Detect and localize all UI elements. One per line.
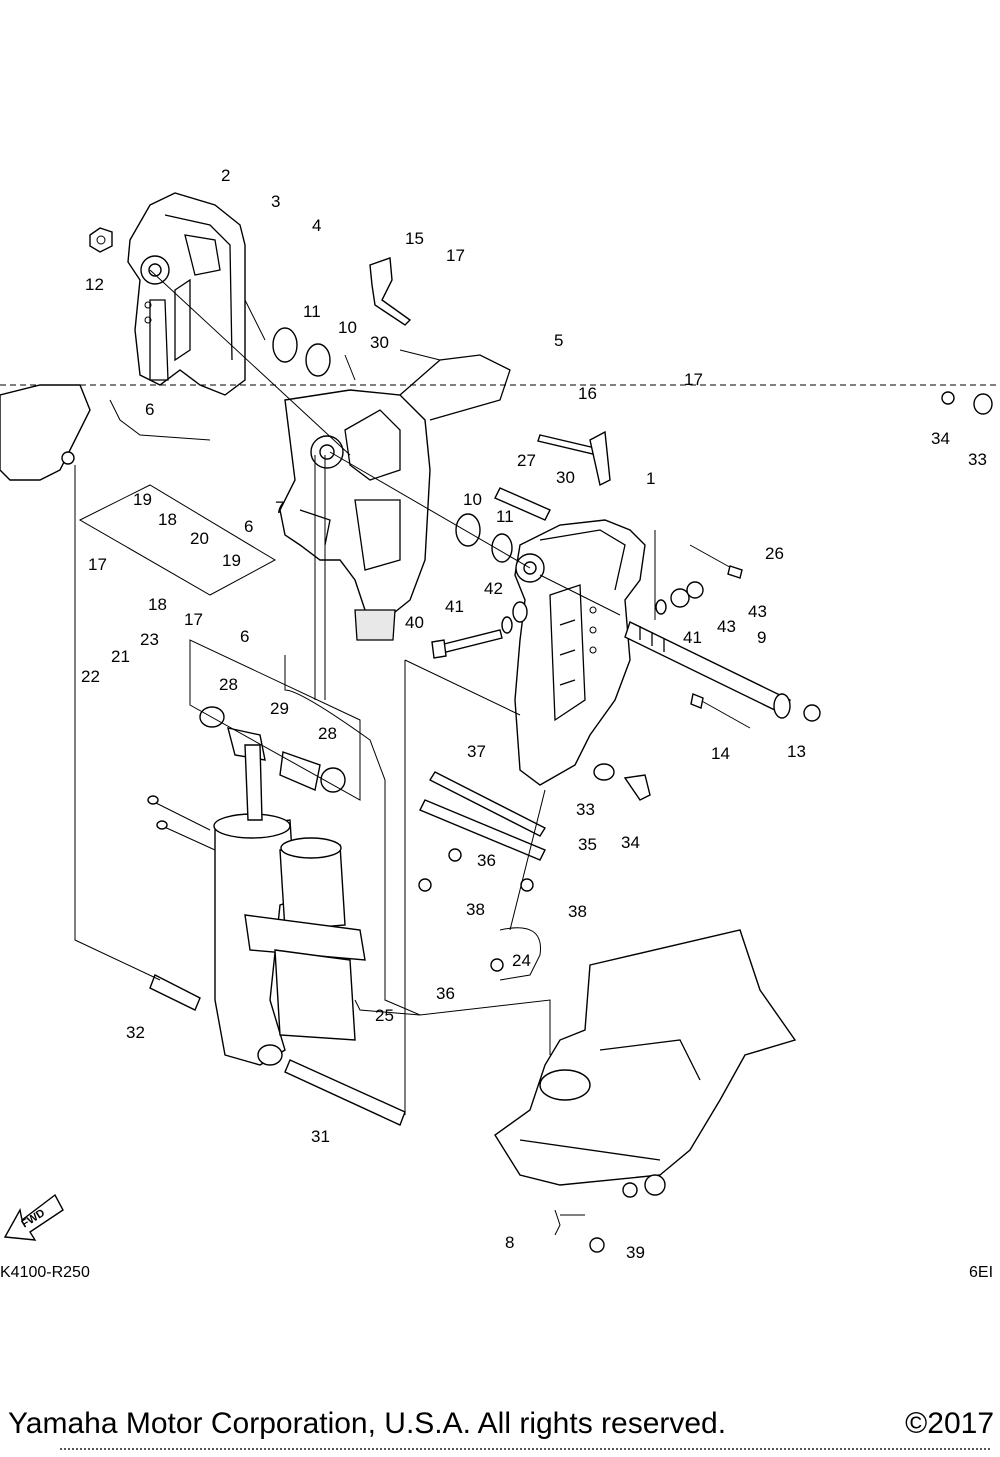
callout-15: 15 <box>405 229 424 248</box>
callout-11: 11 <box>303 302 321 321</box>
callout-14: 14 <box>711 744 730 763</box>
callout-22: 22 <box>81 667 100 686</box>
clamp-bracket-right <box>514 519 646 786</box>
callout-26: 26 <box>765 544 784 563</box>
callout-17: 17 <box>446 246 465 265</box>
callout-17: 17 <box>88 555 107 574</box>
callout-19: 19 <box>133 490 152 509</box>
lower-casing <box>494 929 797 1253</box>
callout-39: 39 <box>626 1243 645 1262</box>
callout-28: 28 <box>219 675 238 694</box>
swivel-bracket <box>279 354 511 641</box>
bolt-12 <box>89 227 113 253</box>
callout-36: 36 <box>477 851 496 870</box>
callout-16: 16 <box>578 384 597 403</box>
callout-27: 27 <box>517 451 536 470</box>
callout-34: 34 <box>931 429 950 448</box>
callout-21: 21 <box>111 647 130 666</box>
footer-dotted-line <box>60 1448 990 1450</box>
reference-code-left: K4100-R250 <box>0 1264 90 1281</box>
callout-35: 35 <box>578 835 597 854</box>
tilt-pin <box>624 621 791 719</box>
callout-3: 3 <box>271 192 280 211</box>
reference-code-right: 6EI <box>969 1264 993 1281</box>
callout-6: 6 <box>240 627 249 646</box>
callout-24: 24 <box>512 951 531 970</box>
callout-30: 30 <box>556 468 575 487</box>
callout-6: 6 <box>244 517 253 536</box>
callout-30: 30 <box>370 333 389 352</box>
callout-42: 42 <box>484 579 503 598</box>
callout-7: 7 <box>275 498 284 517</box>
copyright-year: ©2017 <box>905 1407 994 1440</box>
callout-10: 10 <box>338 318 357 337</box>
callout-28: 28 <box>318 724 337 743</box>
callout-34: 34 <box>621 833 640 852</box>
bracket-clipped-left <box>0 384 91 481</box>
callout-40: 40 <box>405 613 424 632</box>
callout-9: 9 <box>757 628 766 647</box>
callout-41: 41 <box>445 597 464 616</box>
hardware-small-parts <box>149 257 821 1126</box>
callout-37: 37 <box>467 742 486 761</box>
callout-13: 13 <box>787 742 806 761</box>
callout-8: 8 <box>505 1233 514 1252</box>
parts-clipped-right <box>941 391 993 415</box>
callout-11: 11 <box>496 507 514 526</box>
callout-20: 20 <box>190 529 209 548</box>
callout-38: 38 <box>568 902 587 921</box>
callout-31: 31 <box>311 1127 330 1146</box>
callout-17: 17 <box>184 610 203 629</box>
callout-19: 19 <box>222 551 241 570</box>
copyright-notice: Yamaha Motor Corporation, U.S.A. All rig… <box>8 1407 727 1440</box>
callout-43: 43 <box>717 617 736 636</box>
callout-18: 18 <box>158 510 177 529</box>
power-trim-tilt-unit <box>147 744 366 1066</box>
anode-bracket <box>418 771 546 972</box>
leader-lines <box>74 269 656 1236</box>
callout-32: 32 <box>126 1023 145 1042</box>
callout-2: 2 <box>221 166 230 185</box>
forward-arrow-icon: FWD <box>3 1193 64 1241</box>
callout-25: 25 <box>375 1006 394 1025</box>
callout-labels: 1 2 3 4 5 6 6 6 7 8 9 10 10 11 11 12 13 … <box>81 166 987 1262</box>
callout-41: 41 <box>683 628 702 647</box>
callout-38: 38 <box>466 900 485 919</box>
callout-17: 17 <box>684 370 703 389</box>
callout-29: 29 <box>270 699 289 718</box>
callout-12: 12 <box>85 275 104 294</box>
callout-1: 1 <box>646 469 655 488</box>
callout-36: 36 <box>436 984 455 1003</box>
callout-18: 18 <box>148 595 167 614</box>
callout-5: 5 <box>554 331 563 350</box>
callout-10: 10 <box>463 490 482 509</box>
callout-4: 4 <box>312 216 321 235</box>
callout-23: 23 <box>140 630 159 649</box>
callout-6: 6 <box>145 400 154 419</box>
clamp-bracket-left <box>127 192 246 396</box>
callout-33: 33 <box>576 800 595 819</box>
callout-43: 43 <box>748 602 767 621</box>
callout-33: 33 <box>968 450 987 469</box>
